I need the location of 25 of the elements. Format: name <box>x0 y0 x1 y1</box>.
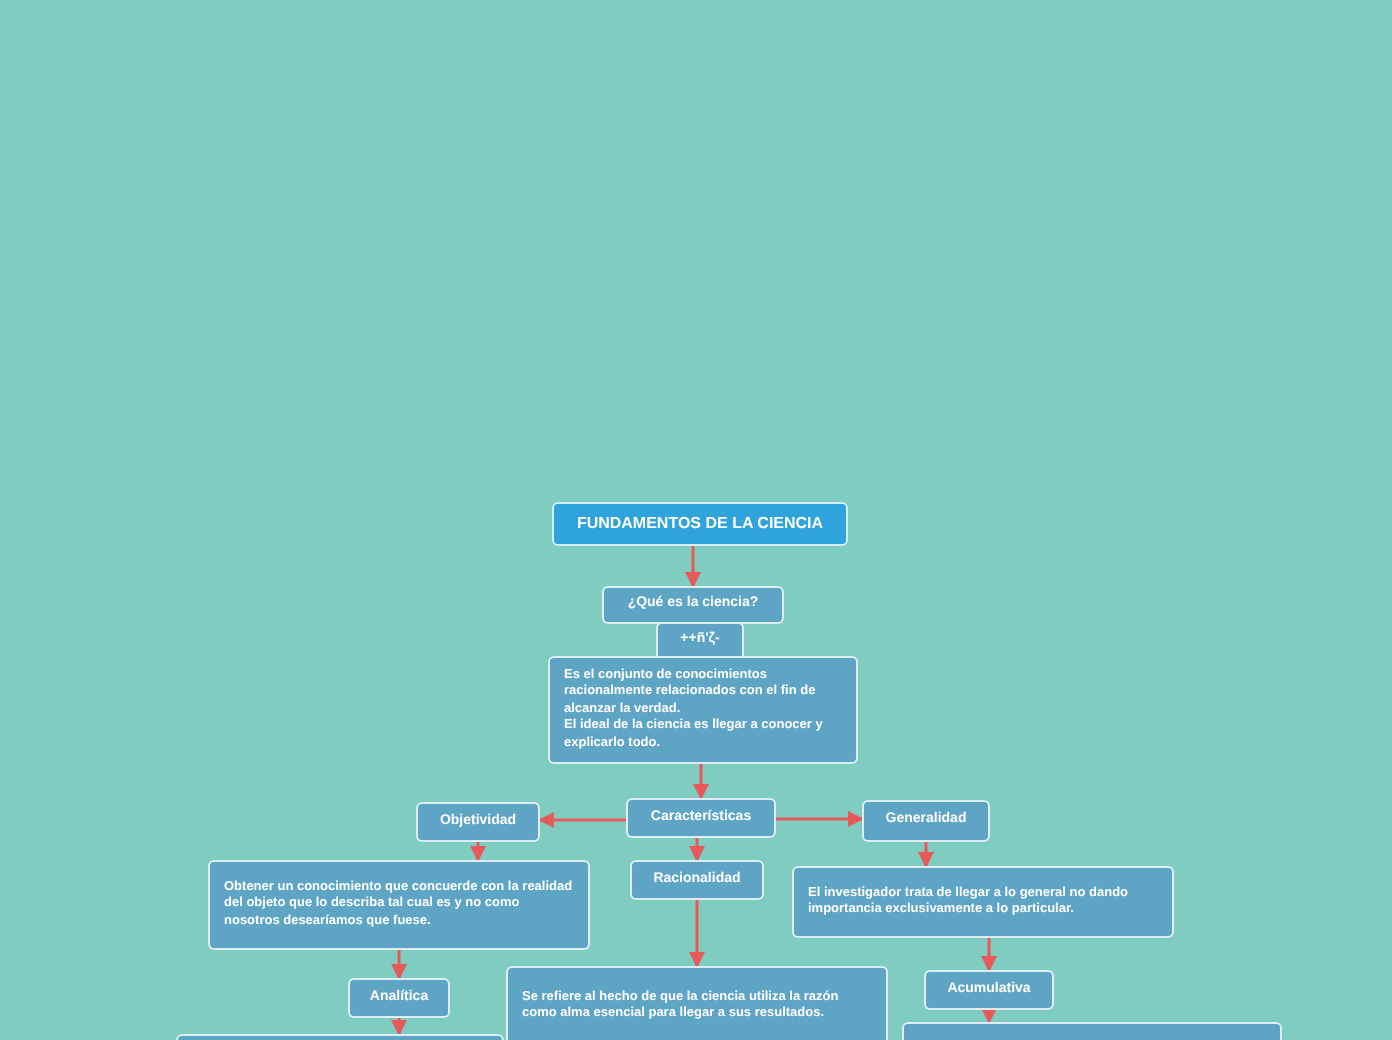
concept-box <box>416 802 540 842</box>
arrow <box>776 811 864 827</box>
arrow <box>391 950 407 980</box>
arrow <box>981 938 997 972</box>
arrow <box>918 842 934 868</box>
arrow <box>685 546 701 588</box>
concept-box <box>630 860 764 900</box>
concept-box <box>548 656 858 764</box>
arrow <box>391 1018 407 1036</box>
concept-box <box>862 800 990 842</box>
title-box <box>552 502 848 546</box>
concept-box <box>208 860 590 950</box>
concept-box <box>792 866 1174 938</box>
arrow <box>538 812 626 828</box>
concept-box <box>348 978 450 1018</box>
arrow <box>689 900 705 968</box>
node-label: FUNDAMENTOS DE LA CIENCIA <box>576 512 824 536</box>
arrow <box>470 842 486 862</box>
concept-box <box>602 586 784 624</box>
arrow <box>693 764 709 800</box>
concept-box <box>506 966 888 1040</box>
arrow <box>689 838 705 862</box>
arrow <box>981 1008 997 1024</box>
concept-box <box>924 970 1054 1010</box>
concept-box <box>626 798 776 838</box>
